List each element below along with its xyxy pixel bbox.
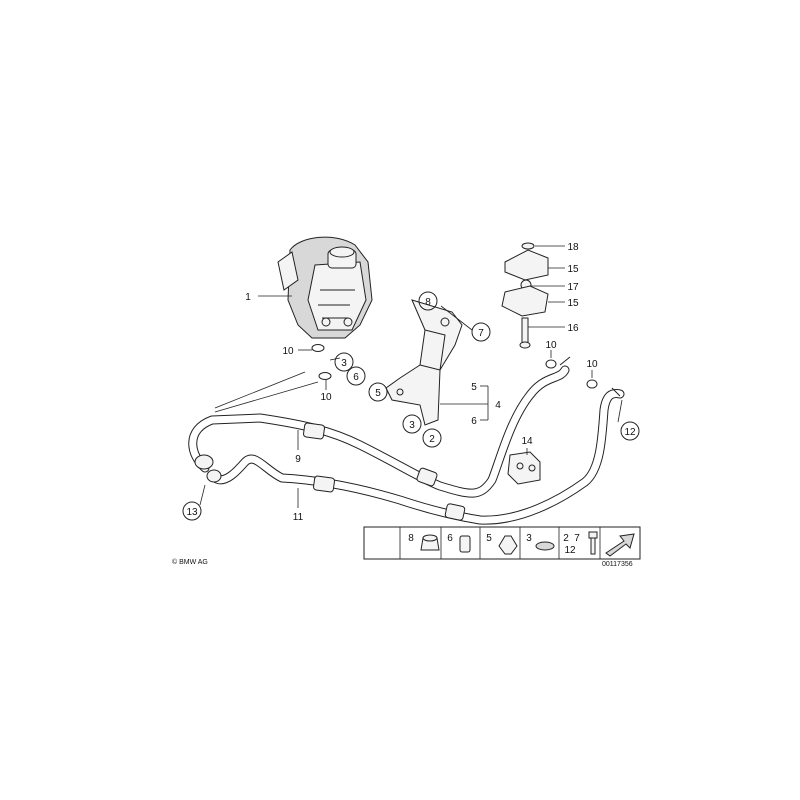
clamp-assembly — [501, 242, 549, 349]
legend-label-6: 6 — [447, 533, 453, 544]
callout-ring — [620, 421, 640, 441]
callout-2: 2 — [429, 434, 435, 445]
callout-9: 9 — [295, 454, 301, 465]
hose-holder — [507, 451, 541, 485]
legend-label-7: 7 — [574, 533, 580, 544]
callout-ring — [334, 352, 354, 372]
callout-10-pump-upper: 10 — [282, 346, 294, 357]
callout-18: 18 — [567, 242, 579, 253]
parts-legend: 8 6 5 3 2 7 12 — [363, 526, 641, 560]
diagram-number: 00117356 — [602, 561, 633, 568]
callout-16: 16 — [567, 323, 579, 334]
mounting-bracket — [385, 299, 463, 426]
callout-10-pump-lower: 10 — [320, 392, 332, 403]
legend-label-2: 2 — [563, 533, 569, 544]
callout-14: 14 — [521, 436, 533, 447]
arrow-icon — [605, 533, 635, 557]
sleeve-icon — [459, 535, 471, 553]
callout-6: 6 — [471, 416, 477, 427]
steering-pump — [277, 236, 373, 339]
callout-5-circled: 5 — [375, 388, 381, 399]
callout-7: 7 — [478, 328, 484, 339]
legend-label-5: 5 — [486, 533, 492, 544]
callout-10-right-hose: 10 — [586, 359, 598, 370]
callout-5: 5 — [471, 382, 477, 393]
callout-10-left-hose: 10 — [545, 340, 557, 351]
hose-connectors — [194, 356, 621, 521]
callout-15-lower: 15 — [567, 298, 579, 309]
callout-ring — [471, 322, 491, 342]
o-rings — [311, 344, 598, 389]
callout-4: 4 — [495, 400, 501, 411]
callout-ring — [346, 366, 366, 386]
callout-3-lower: 3 — [409, 420, 415, 431]
callout-15-upper: 15 — [567, 264, 579, 275]
copyright-text: © BMW AG — [172, 558, 208, 566]
callout-ring — [418, 291, 438, 311]
callout-11: 11 — [293, 512, 304, 523]
callouts: 1 2 3 3 4 5 5 6 6 7 8 9 10 10 10 10 11 1… — [182, 242, 640, 523]
callout-17: 17 — [567, 282, 579, 293]
callout-ring — [402, 414, 422, 434]
legend-label-8: 8 — [408, 533, 414, 544]
callout-12: 12 — [624, 427, 636, 438]
callout-ring — [422, 428, 442, 448]
callout-3-upper: 3 — [341, 358, 347, 369]
legend-label-3: 3 — [526, 533, 532, 544]
hose-11 — [210, 388, 625, 525]
callout-ring — [368, 382, 388, 402]
bolt-icon — [588, 531, 598, 539]
callout-1: 1 — [245, 292, 251, 303]
callout-8: 8 — [425, 297, 431, 308]
grommet-icon — [498, 535, 518, 555]
callout-13: 13 — [186, 507, 198, 518]
callout-ring — [182, 501, 202, 521]
leader-lines — [199, 245, 623, 508]
legend-label-12: 12 — [564, 545, 576, 556]
callout-6-circled: 6 — [353, 372, 359, 383]
washer-icon — [535, 541, 555, 551]
